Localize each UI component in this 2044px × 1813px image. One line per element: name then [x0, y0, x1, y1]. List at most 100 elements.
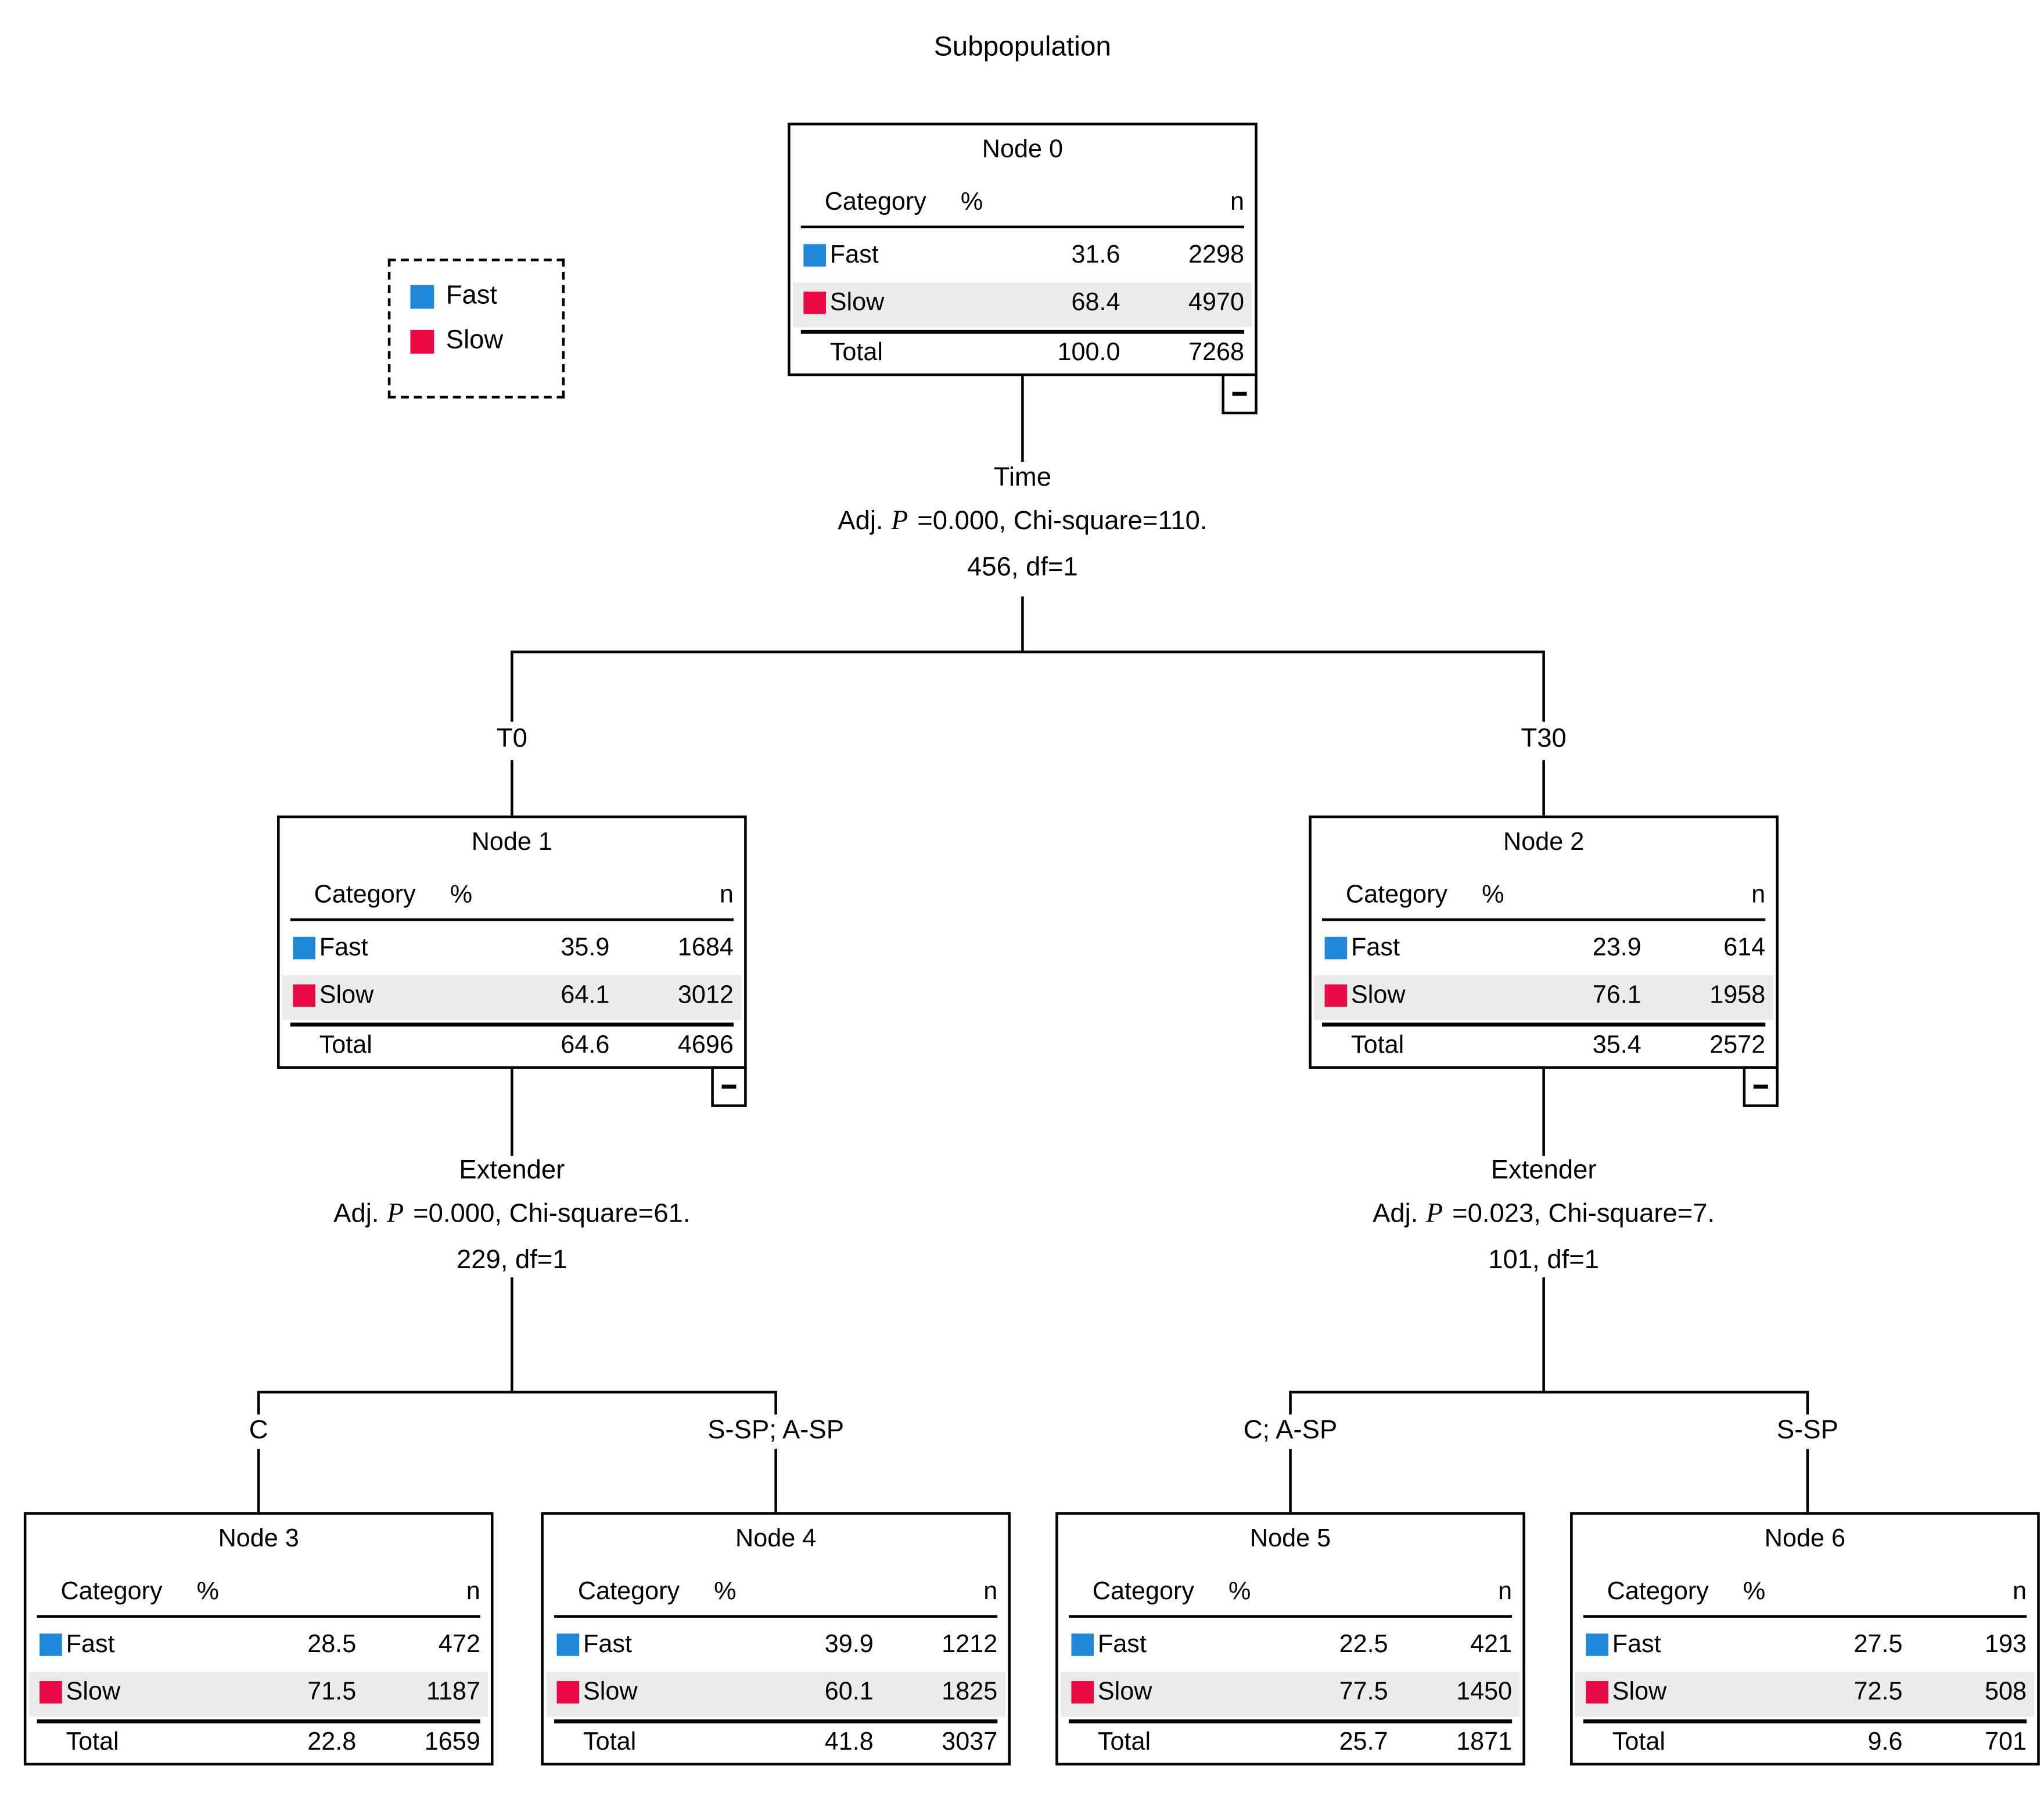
category-cell: Fast: [66, 1631, 115, 1659]
tree-connector: [1021, 375, 1024, 462]
category-cell: Slow: [1351, 981, 1406, 1010]
split-stats-line2: 456, df=1: [967, 552, 1078, 582]
percent-cell: 31.6: [1071, 241, 1120, 270]
n-cell: 1684: [677, 934, 734, 962]
n-cell: 1958: [1709, 981, 1766, 1010]
total-rule: [37, 1719, 480, 1724]
node-6[interactable]: Node 6 Category % n Fast 27.5 193 Slow 7…: [1570, 1512, 2040, 1766]
column-header-n: n: [2012, 1578, 2027, 1606]
branch-label-c: C: [249, 1416, 268, 1445]
n-cell: 421: [1470, 1631, 1513, 1659]
slow-row-highlight: [282, 975, 742, 1020]
column-header-n: n: [1230, 188, 1245, 217]
header-rule: [1068, 1615, 1513, 1618]
total-n-cell: 3037: [942, 1728, 998, 1757]
collapse-button-node1[interactable]: [711, 1066, 747, 1107]
tree-connector: [1542, 1066, 1545, 1156]
split-extender-left: Extender Adj.P=0.000, Chi-square=61. 229…: [116, 1156, 908, 1276]
collapse-button-node0[interactable]: [1222, 373, 1258, 415]
node-title: Node 2: [1503, 828, 1585, 857]
total-n-cell: 7268: [1188, 339, 1245, 367]
percent-cell: 60.1: [824, 1678, 874, 1707]
node-2[interactable]: Node 2 Category % n Fast 23.9 614 Slow 7…: [1309, 815, 1779, 1107]
node-3[interactable]: Node 3 Category % n Fast 28.5 472 Slow 7…: [23, 1512, 494, 1766]
tree-connector: [1806, 1449, 1809, 1513]
tree-connector: [257, 1449, 260, 1513]
total-n-cell: 701: [1985, 1728, 2027, 1757]
column-header-n: n: [1751, 881, 1766, 910]
category-cell: Slow: [66, 1678, 121, 1707]
total-label: Total: [829, 339, 883, 367]
category-cell: Slow: [1612, 1678, 1667, 1707]
branch-label-ssp-asp: S-SP; A-SP: [707, 1416, 845, 1445]
header-rule: [800, 225, 1245, 228]
total-rule: [1583, 1719, 2027, 1724]
total-rule: [1068, 1719, 1513, 1724]
node-4[interactable]: Node 4 Category % n Fast 39.9 1212 Slow …: [541, 1512, 1011, 1766]
percent-cell: 77.5: [1339, 1678, 1388, 1707]
total-rule: [800, 329, 1245, 334]
slow-row-highlight: [1061, 1671, 1520, 1717]
n-cell: 4970: [1188, 289, 1245, 317]
n-cell: 2298: [1188, 241, 1245, 270]
slow-row-highlight: [793, 282, 1252, 328]
branch-label-t0: T0: [496, 724, 527, 754]
percent-cell: 22.5: [1339, 1631, 1388, 1659]
percent-cell: 23.9: [1592, 934, 1641, 962]
n-cell: 614: [1723, 934, 1766, 962]
tree-connector: [257, 1391, 777, 1394]
n-cell: 1450: [1456, 1678, 1513, 1707]
slow-swatch-icon: [1071, 1681, 1094, 1704]
split-stats-line1: Adj.P=0.023, Chi-square=7.: [1373, 1197, 1715, 1229]
split-stats-line2: 229, df=1: [456, 1245, 567, 1275]
tree-connector: [511, 1277, 513, 1391]
n-cell: 3012: [677, 981, 734, 1010]
header-rule: [290, 918, 734, 921]
n-cell: 193: [1985, 1631, 2027, 1659]
slow-swatch-icon: [39, 1681, 62, 1704]
total-label: Total: [583, 1728, 637, 1757]
header-rule: [554, 1615, 998, 1618]
tree-connector: [511, 650, 1545, 654]
slow-swatch-icon: [556, 1681, 580, 1704]
branch-label-c-asp: C; A-SP: [1243, 1416, 1338, 1445]
category-cell: Slow: [829, 289, 885, 317]
legend-item-slow: Slow: [410, 326, 562, 356]
tree-connector: [1289, 1391, 1809, 1394]
split-stats-line1: Adj.P=0.000, Chi-square=61.: [333, 1197, 691, 1229]
slow-swatch-icon: [803, 292, 826, 314]
minus-icon: [721, 1085, 737, 1089]
category-cell: Fast: [1612, 1631, 1661, 1659]
tree-connector: [511, 1066, 513, 1156]
node-0[interactable]: Node 0 Category % n Fast 31.6 2298 Slow …: [788, 123, 1258, 415]
slow-swatch-icon: [293, 984, 315, 1007]
total-percent-cell: 100.0: [1057, 339, 1120, 367]
collapse-button-node2[interactable]: [1743, 1066, 1779, 1107]
split-extender-right: Extender Adj.P=0.023, Chi-square=7. 101,…: [1148, 1156, 1939, 1276]
total-n-cell: 2572: [1709, 1032, 1766, 1060]
column-header-n: n: [983, 1578, 998, 1606]
n-cell: 1187: [426, 1678, 480, 1707]
total-n-cell: 1659: [424, 1728, 480, 1757]
total-percent-cell: 22.8: [307, 1728, 357, 1757]
node-title: Node 1: [471, 828, 552, 857]
total-percent-cell: 41.8: [824, 1728, 874, 1757]
column-header-n: n: [719, 881, 734, 910]
category-cell: Fast: [1097, 1631, 1147, 1659]
percent-cell: 71.5: [307, 1678, 357, 1707]
header-rule: [1322, 918, 1766, 921]
percent-cell: 28.5: [307, 1631, 357, 1659]
percent-cell: 35.9: [561, 934, 610, 962]
split-stats-line2: 101, df=1: [1488, 1245, 1600, 1275]
tree-connector: [1289, 1393, 1292, 1415]
node-5[interactable]: Node 5 Category % n Fast 22.5 421 Slow 7…: [1055, 1512, 1525, 1766]
minus-icon: [1232, 392, 1247, 396]
slow-swatch-icon: [1324, 984, 1348, 1007]
tree-connector: [774, 1449, 777, 1513]
total-percent-cell: 64.6: [561, 1032, 610, 1060]
node-1[interactable]: Node 1 Category % n Fast 35.9 1684 Slow …: [277, 815, 747, 1107]
total-percent-cell: 9.6: [1867, 1728, 1903, 1757]
fast-swatch-icon: [410, 284, 434, 308]
total-label: Total: [66, 1728, 119, 1757]
